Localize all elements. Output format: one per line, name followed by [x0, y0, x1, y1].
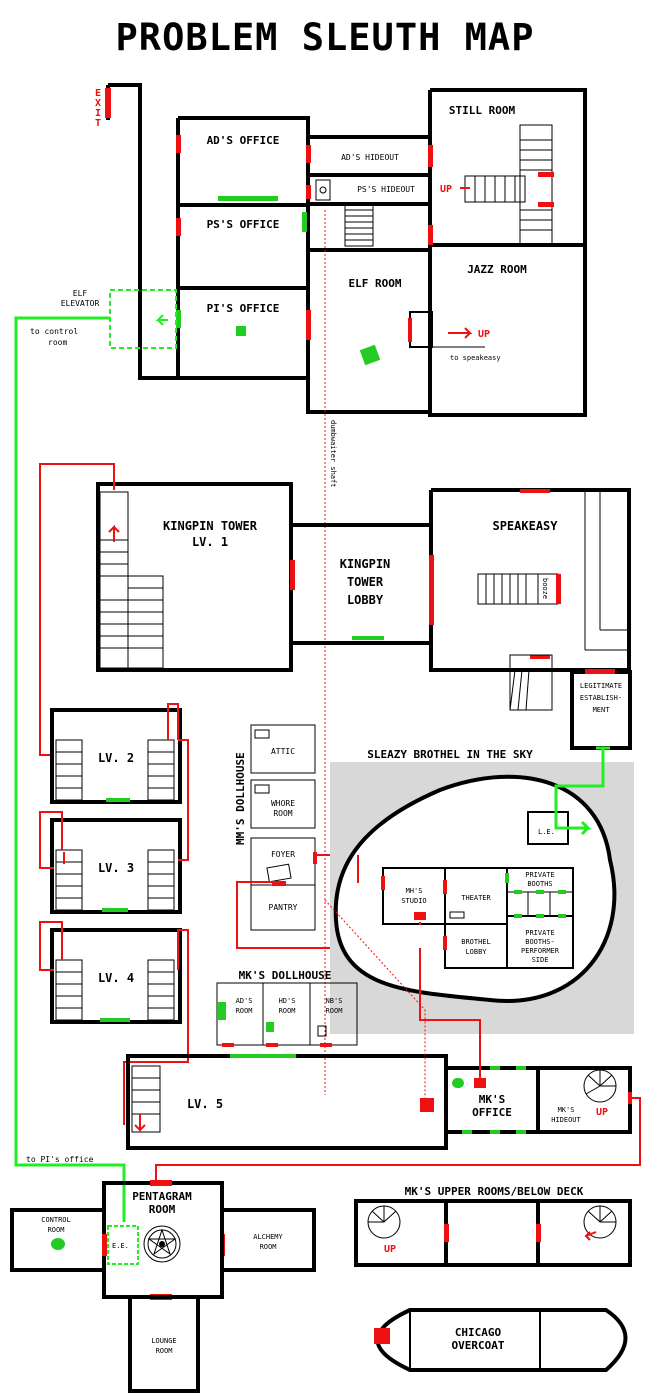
elf-icon — [359, 344, 381, 366]
ads-office-label: AD'S OFFICE — [207, 134, 280, 147]
up-label-hideout: UP — [440, 184, 452, 195]
nb-room-label: NB'S — [326, 997, 343, 1005]
svg-text:ROOM: ROOM — [260, 1243, 277, 1251]
map-title: PROBLEM SLEUTH MAP — [116, 16, 535, 59]
svg-text:I: I — [95, 108, 101, 119]
still-room-label: STILL ROOM — [449, 104, 516, 117]
pentagram-room-label: PENTAGRAM — [132, 1190, 192, 1203]
le-label: L.E. — [538, 828, 555, 836]
ps-hideout-label: PS'S HIDEOUT — [357, 185, 415, 194]
chicago-overcoat-label: CHICAGO — [455, 1326, 502, 1339]
foyer-label: FOYER — [271, 850, 295, 859]
svg-text:OFFICE: OFFICE — [472, 1106, 512, 1119]
mk-hideout-label: MK'S — [558, 1106, 575, 1114]
svg-text:OVERCOAT: OVERCOAT — [452, 1339, 505, 1352]
svg-text:ROOM: ROOM — [273, 809, 292, 818]
kingpin-lobby-label: KINGPIN — [340, 557, 391, 571]
svg-text:ROOM: ROOM — [156, 1347, 173, 1355]
svg-text:HIDEOUT: HIDEOUT — [551, 1116, 581, 1124]
svg-text:X: X — [95, 98, 101, 109]
sleazy-brothel: SLEAZY BROTHEL IN THE SKY MH'S STUDIO TH… — [330, 746, 634, 1034]
svg-text:BOOTHS-: BOOTHS- — [525, 938, 555, 946]
private-booths-performer-label: PRIVATE — [525, 929, 555, 937]
svg-text:ELEVATOR: ELEVATOR — [61, 299, 100, 308]
svg-text:LOBBY: LOBBY — [465, 948, 487, 956]
ps-office-label: PS'S OFFICE — [207, 218, 280, 231]
svg-text:ROOM: ROOM — [149, 1203, 176, 1216]
kingpin-tower-label: KINGPIN TOWER — [163, 519, 258, 533]
to-speakeasy-label: to speakeasy — [450, 354, 501, 362]
speakeasy: booze SPEAKEASY LEGITIMATE ESTABLISH- ME… — [429, 488, 632, 750]
mk-upper-rooms: MK'S UPPER ROOMS/BELOW DECK UP — [354, 1185, 632, 1267]
mk-dollhouse: MK'S DOLLHOUSE AD'S ROOM HD'S ROOM NB'S … — [216, 969, 358, 1047]
theater-label: THEATER — [461, 894, 491, 902]
pentagram-icon — [143, 1225, 181, 1263]
lv3-label: LV. 3 — [98, 861, 134, 875]
svg-text:T: T — [95, 118, 101, 129]
alchemy-room-label: ALCHEMY — [253, 1233, 283, 1241]
lv5-label: LV. 5 — [187, 1097, 223, 1111]
svg-text:PERFORMER: PERFORMER — [521, 947, 560, 955]
mm-dollhouse: MM'S DOLLHOUSE ATTIC WHORE ROOM FOYER PA… — [234, 724, 421, 949]
still-stairs — [520, 139, 552, 231]
elf-room-label: ELF ROOM — [349, 277, 402, 290]
office-complex: E X I T AD'S OFFICE PS'S OFFICE PI'S OFF… — [95, 83, 587, 417]
attic-label: ATTIC — [271, 747, 295, 756]
svg-text:STUDIO: STUDIO — [401, 897, 426, 905]
pi-office-label: PI'S OFFICE — [207, 302, 280, 315]
lounge-room-label: LOUNGE — [151, 1337, 176, 1345]
speakeasy-label: SPEAKEASY — [492, 519, 558, 533]
booze-label: booze — [541, 578, 549, 599]
to-pi-label: to PI's office — [26, 1155, 94, 1164]
svg-text:room: room — [48, 338, 67, 347]
svg-text:UP: UP — [384, 1244, 396, 1255]
hd-room-label: HD'S — [279, 997, 296, 1005]
svg-text:ESTABLISH-: ESTABLISH- — [580, 694, 622, 702]
lv4-label: LV. 4 — [98, 971, 134, 985]
svg-text:ROOM: ROOM — [279, 1007, 296, 1015]
exit-label: E — [95, 88, 101, 99]
kingpin-levels: LV. 2 LV. 3 LV. 4 — [39, 703, 189, 1125]
mk-dollhouse-label: MK'S DOLLHOUSE — [239, 969, 332, 982]
svg-text:ROOM: ROOM — [326, 1007, 343, 1015]
legit-label: LEGITIMATE — [580, 682, 622, 690]
hideout-up-stairs — [464, 175, 526, 203]
up-label-mk: UP — [596, 1107, 608, 1118]
ad-hideout-label: AD'S HIDEOUT — [341, 153, 399, 162]
control-room-label: CONTROL — [41, 1216, 71, 1224]
exit-door — [105, 88, 111, 118]
pentagram-area: CONTROL ROOM E.E. PENTAGRAM ROOM ALCHEMY… — [10, 1180, 316, 1393]
mk-office-label: MK'S — [479, 1093, 506, 1106]
mm-dollhouse-label: MM'S DOLLHOUSE — [234, 752, 247, 845]
up-label-elf: UP — [478, 329, 490, 340]
svg-text:to control: to control — [30, 327, 78, 336]
toilet-icon — [315, 179, 331, 201]
lv2-label: LV. 2 — [98, 751, 134, 765]
whore-room-label: WHORE — [271, 799, 295, 808]
private-booths-label: PRIVATE — [525, 871, 555, 879]
svg-text:TOWER: TOWER — [347, 575, 384, 589]
svg-text:LOBBY: LOBBY — [347, 593, 384, 607]
chicago-overcoat: CHICAGO OVERCOAT — [374, 1308, 628, 1372]
jazz-room-label: JAZZ ROOM — [467, 263, 527, 276]
brothel-lobby-label: BROTHEL — [461, 938, 491, 946]
svg-text:LV. 1: LV. 1 — [192, 535, 228, 549]
lv5-section: LV. 5 MK'S OFFICE MK'S HIDEOUT UP — [126, 855, 641, 1182]
sleazy-label: SLEAZY BROTHEL IN THE SKY — [367, 748, 533, 761]
mh-studio-label: MH'S — [406, 887, 423, 895]
route-elevator-to-control — [14, 316, 126, 1222]
svg-text:ROOM: ROOM — [48, 1226, 65, 1234]
ee-label: E.E. — [112, 1242, 129, 1250]
pantry-label: PANTRY — [269, 903, 298, 912]
ad-room-label: AD'S — [236, 997, 253, 1005]
svg-text:ROOM: ROOM — [236, 1007, 253, 1015]
svg-text:ELF: ELF — [73, 289, 88, 298]
svg-text:BOOTHS: BOOTHS — [527, 880, 552, 888]
svg-text:MENT: MENT — [593, 706, 611, 714]
dumbwaiter-label: dumbwaiter shaft — [329, 420, 337, 487]
svg-text:SIDE: SIDE — [532, 956, 549, 964]
mk-upper-label: MK'S UPPER ROOMS/BELOW DECK — [405, 1185, 584, 1198]
ps-hideout-stairs — [344, 203, 374, 247]
